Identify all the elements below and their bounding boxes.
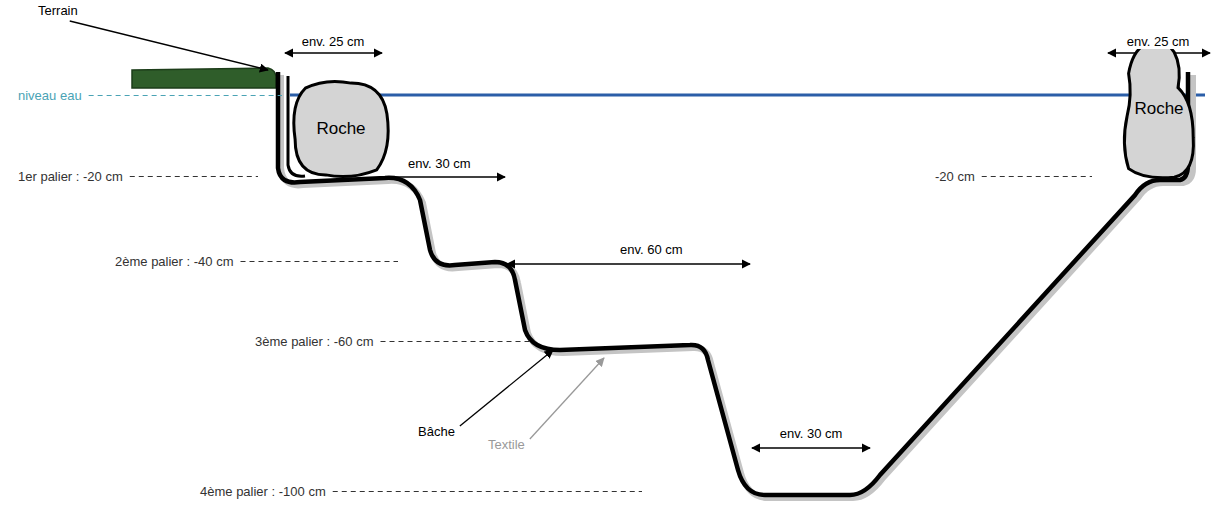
dimension-arrow	[752, 447, 870, 448]
dimension-label: env. 30 cm	[778, 426, 845, 441]
rock: Roche	[290, 78, 392, 180]
rock-label: Roche	[1134, 99, 1183, 119]
depth-label: 1er palier : -20 cm	[16, 169, 125, 184]
dimension-arrow	[285, 52, 382, 53]
dimension-arrow	[507, 263, 750, 264]
dimension-label: env. 30 cm	[406, 156, 473, 171]
depth-label: niveau eau	[16, 88, 84, 103]
dimension-label: env. 25 cm	[300, 34, 367, 49]
leader-lines	[70, 21, 1092, 492]
depth-label: 2ème palier : -40 cm	[113, 254, 236, 269]
liner-sheet	[278, 72, 1188, 495]
depth-reference-line	[333, 491, 642, 492]
callout-label: Textile	[486, 437, 527, 452]
depth-label: -20 cm	[933, 169, 977, 184]
depth-reference-line	[241, 261, 399, 262]
callout-label: Terrain	[36, 3, 80, 18]
leader-line	[460, 350, 553, 426]
depth-label: 4ème palier : -100 cm	[198, 484, 328, 499]
depth-reference-line	[130, 176, 258, 177]
leader-line	[70, 21, 268, 70]
dimension-label: env. 60 cm	[618, 242, 685, 257]
callout-label: Bâche	[416, 424, 457, 439]
leader-line	[530, 358, 604, 439]
depth-reference-line	[982, 176, 1092, 177]
rock-shape	[1124, 41, 1193, 177]
rock-shape	[294, 81, 388, 176]
rock-label: Roche	[316, 119, 365, 139]
water-surface	[290, 94, 1205, 97]
rock: Roche	[1121, 38, 1197, 180]
dimension-label: env. 25 cm	[1125, 34, 1192, 49]
depth-reference-line	[381, 341, 533, 342]
textile-layer	[281, 75, 1193, 498]
dimension-arrow	[388, 176, 505, 177]
depth-label: 3ème palier : -60 cm	[253, 334, 376, 349]
depth-reference-line	[89, 95, 282, 96]
terrain-ground	[132, 68, 276, 88]
